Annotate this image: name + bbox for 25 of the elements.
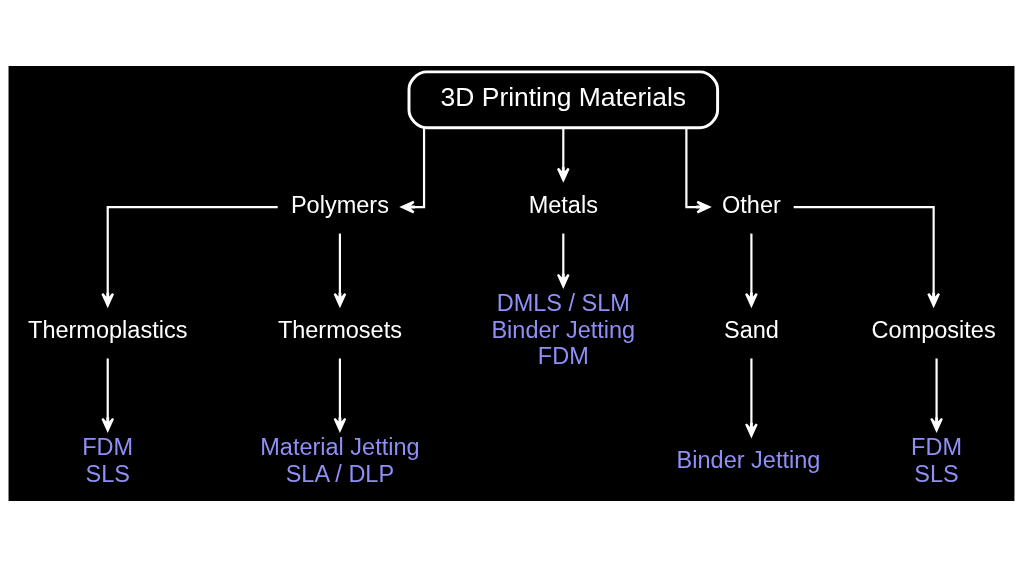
node-text: Thermoplastics: [28, 316, 188, 343]
arrow: [745, 357, 758, 437]
arrow: [745, 233, 758, 307]
node-text: Composites: [871, 316, 996, 343]
node-text: Sand: [723, 316, 779, 343]
arrow: [101, 357, 115, 431]
arrow: [101, 205, 278, 307]
arrow: [333, 357, 347, 431]
node-text: Polymers: [290, 191, 389, 218]
node-text: Binder Jetting: [676, 446, 821, 473]
node-text: FDM SLS: [82, 433, 134, 487]
node-text: FDM SLS: [911, 433, 963, 487]
arrow: [400, 127, 426, 213]
node-text: DMLS / SLM Binder Jetting FDM: [491, 289, 636, 369]
arrow: [556, 127, 570, 181]
node-text: Metals: [528, 191, 598, 218]
arrow: [685, 127, 711, 213]
arrow: [556, 233, 570, 287]
arrow: [793, 205, 941, 307]
node-text: Other: [722, 191, 781, 218]
node-text: Thermosets: [277, 316, 402, 343]
node-box: 3D Printing Materials: [407, 69, 720, 129]
node-text: Material Jetting SLA / DLP: [260, 433, 420, 487]
arrow: [333, 233, 347, 307]
arrow: [930, 357, 943, 431]
